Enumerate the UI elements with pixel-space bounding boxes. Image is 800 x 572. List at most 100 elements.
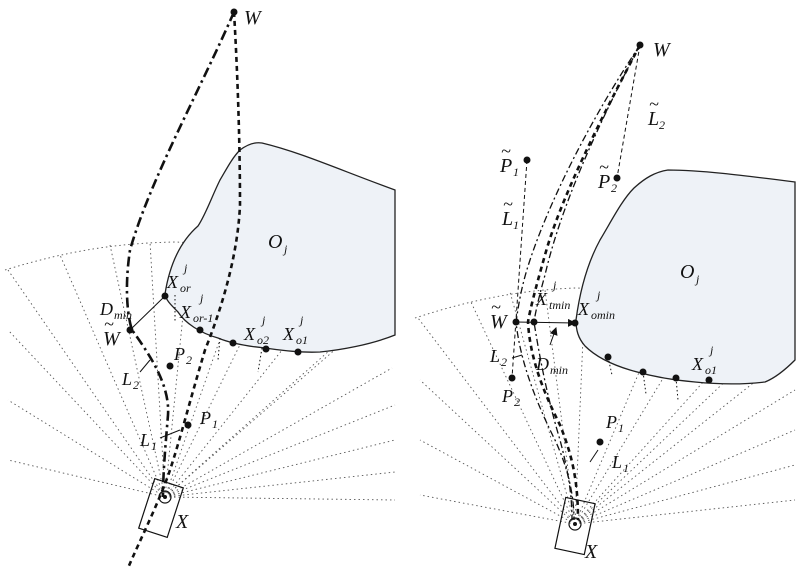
svg-text:2: 2 bbox=[514, 395, 520, 409]
svg-text:j: j bbox=[182, 261, 188, 275]
left-l2-leader bbox=[139, 359, 151, 373]
left-label-xo2: X o2 j bbox=[243, 313, 269, 347]
left-p1-point bbox=[184, 421, 192, 429]
right-label-lt1: L 1 ~ bbox=[501, 194, 519, 232]
svg-text:2: 2 bbox=[611, 181, 617, 195]
svg-text:o2: o2 bbox=[257, 333, 269, 347]
left-path-dashdot bbox=[125, 11, 236, 498]
right-p1-point bbox=[596, 438, 604, 446]
left-label-dmin: D min bbox=[99, 299, 132, 322]
left-label-oj: O j bbox=[268, 231, 288, 256]
svg-text:tmin: tmin bbox=[549, 298, 570, 312]
left-label-xor1: X or-1 j bbox=[179, 291, 213, 325]
right-l2-leader bbox=[511, 354, 523, 359]
svg-text:~: ~ bbox=[649, 94, 659, 114]
svg-text:j: j bbox=[694, 272, 700, 286]
left-path-dashed bbox=[126, 11, 242, 569]
svg-text:1: 1 bbox=[151, 439, 157, 453]
right-xtmin-point bbox=[530, 318, 538, 326]
left-xo2-point bbox=[229, 339, 237, 347]
svg-text:P: P bbox=[501, 386, 513, 406]
left-xo1-point bbox=[294, 348, 302, 356]
right-boundary-point bbox=[672, 374, 680, 382]
right-dmin-arrow bbox=[515, 318, 576, 327]
svg-text:2: 2 bbox=[133, 378, 139, 392]
svg-text:P: P bbox=[199, 408, 211, 428]
right-label-p1: P 1 bbox=[605, 412, 624, 435]
svg-text:min: min bbox=[114, 308, 132, 322]
right-label-dmin: D min bbox=[535, 354, 568, 377]
right-path-dashdot-thin-2 bbox=[533, 44, 641, 521]
svg-text:1: 1 bbox=[513, 165, 519, 179]
right-label-l2: L 2 bbox=[489, 346, 507, 369]
right-panel: W O j X P 1 ~ P 2 ~ L 1 ~ L 2 ~ W ~ bbox=[414, 39, 796, 563]
right-label-lt2: L 2 ~ bbox=[647, 94, 665, 132]
left-label-xo1: X o1 j bbox=[282, 313, 308, 347]
svg-text:X: X bbox=[166, 272, 179, 292]
right-label-wtilde: W ~ bbox=[490, 297, 509, 333]
svg-text:L: L bbox=[647, 108, 659, 130]
right-p2-point bbox=[508, 374, 516, 382]
svg-text:2: 2 bbox=[501, 355, 507, 369]
svg-text:~: ~ bbox=[501, 141, 511, 161]
left-label-p2: P 2 bbox=[173, 344, 192, 367]
right-wtilde-point bbox=[512, 318, 520, 326]
svg-text:L: L bbox=[489, 346, 500, 366]
svg-text:D: D bbox=[99, 299, 113, 319]
svg-text:o1: o1 bbox=[296, 333, 308, 347]
svg-text:X: X bbox=[535, 289, 548, 309]
left-p2-point bbox=[166, 362, 174, 370]
svg-text:X: X bbox=[691, 354, 704, 374]
svg-text:~: ~ bbox=[491, 297, 501, 317]
svg-text:2: 2 bbox=[186, 353, 192, 367]
left-boundary-point bbox=[262, 345, 270, 353]
svg-text:j: j bbox=[198, 291, 204, 305]
right-dotted-tick bbox=[607, 356, 613, 376]
left-label-l2: L 2 bbox=[121, 369, 139, 392]
svg-text:X: X bbox=[577, 299, 590, 319]
svg-text:X: X bbox=[282, 324, 295, 344]
svg-text:W: W bbox=[490, 311, 509, 333]
svg-text:o1: o1 bbox=[705, 363, 717, 377]
svg-text:j: j bbox=[260, 313, 266, 327]
right-label-pt1: P 1 ~ bbox=[499, 141, 519, 179]
svg-text:O: O bbox=[680, 261, 694, 283]
svg-text:L: L bbox=[121, 369, 132, 389]
svg-text:1: 1 bbox=[513, 218, 519, 232]
svg-text:omin: omin bbox=[591, 308, 615, 322]
right-xo1-point bbox=[705, 376, 713, 384]
svg-text:P: P bbox=[605, 412, 617, 432]
svg-text:L: L bbox=[139, 430, 150, 450]
svg-text:D: D bbox=[535, 354, 549, 374]
left-label-xor: X or j bbox=[166, 261, 191, 295]
svg-text:2: 2 bbox=[659, 118, 665, 132]
right-label-w: W bbox=[653, 39, 672, 61]
right-label-oj: O j bbox=[680, 261, 700, 286]
right-sensor-rays bbox=[417, 289, 796, 525]
svg-text:j: j bbox=[708, 343, 714, 357]
svg-text:or: or bbox=[180, 281, 191, 295]
svg-text:W: W bbox=[103, 328, 122, 350]
right-goal-point bbox=[636, 41, 644, 49]
right-boundary-point bbox=[639, 368, 647, 376]
svg-text:j: j bbox=[551, 278, 557, 292]
left-label-wtilde: W ~ bbox=[103, 314, 122, 350]
svg-text:~: ~ bbox=[503, 194, 513, 214]
svg-text:P: P bbox=[173, 344, 185, 364]
svg-text:L: L bbox=[501, 208, 513, 230]
svg-text:O: O bbox=[268, 231, 282, 253]
left-label-l1: L 1 bbox=[139, 430, 157, 453]
svg-text:~: ~ bbox=[599, 157, 609, 177]
left-label-p1: P 1 bbox=[199, 408, 218, 431]
svg-text:j: j bbox=[298, 313, 304, 327]
left-robot bbox=[137, 477, 185, 539]
right-label-l1: L 1 bbox=[611, 452, 629, 475]
svg-text:j: j bbox=[282, 242, 288, 256]
right-label-xomin: X omin j bbox=[577, 288, 615, 322]
svg-text:or-1: or-1 bbox=[193, 311, 213, 325]
right-label-p2: P 2 bbox=[501, 386, 520, 409]
left-sensor-rays bbox=[7, 241, 396, 501]
left-panel: W O j X W ~ D min X or j X or-1 j X o2 j bbox=[4, 7, 396, 569]
left-xor1-point bbox=[196, 326, 204, 334]
right-label-xtmin: X tmin j bbox=[535, 278, 570, 312]
